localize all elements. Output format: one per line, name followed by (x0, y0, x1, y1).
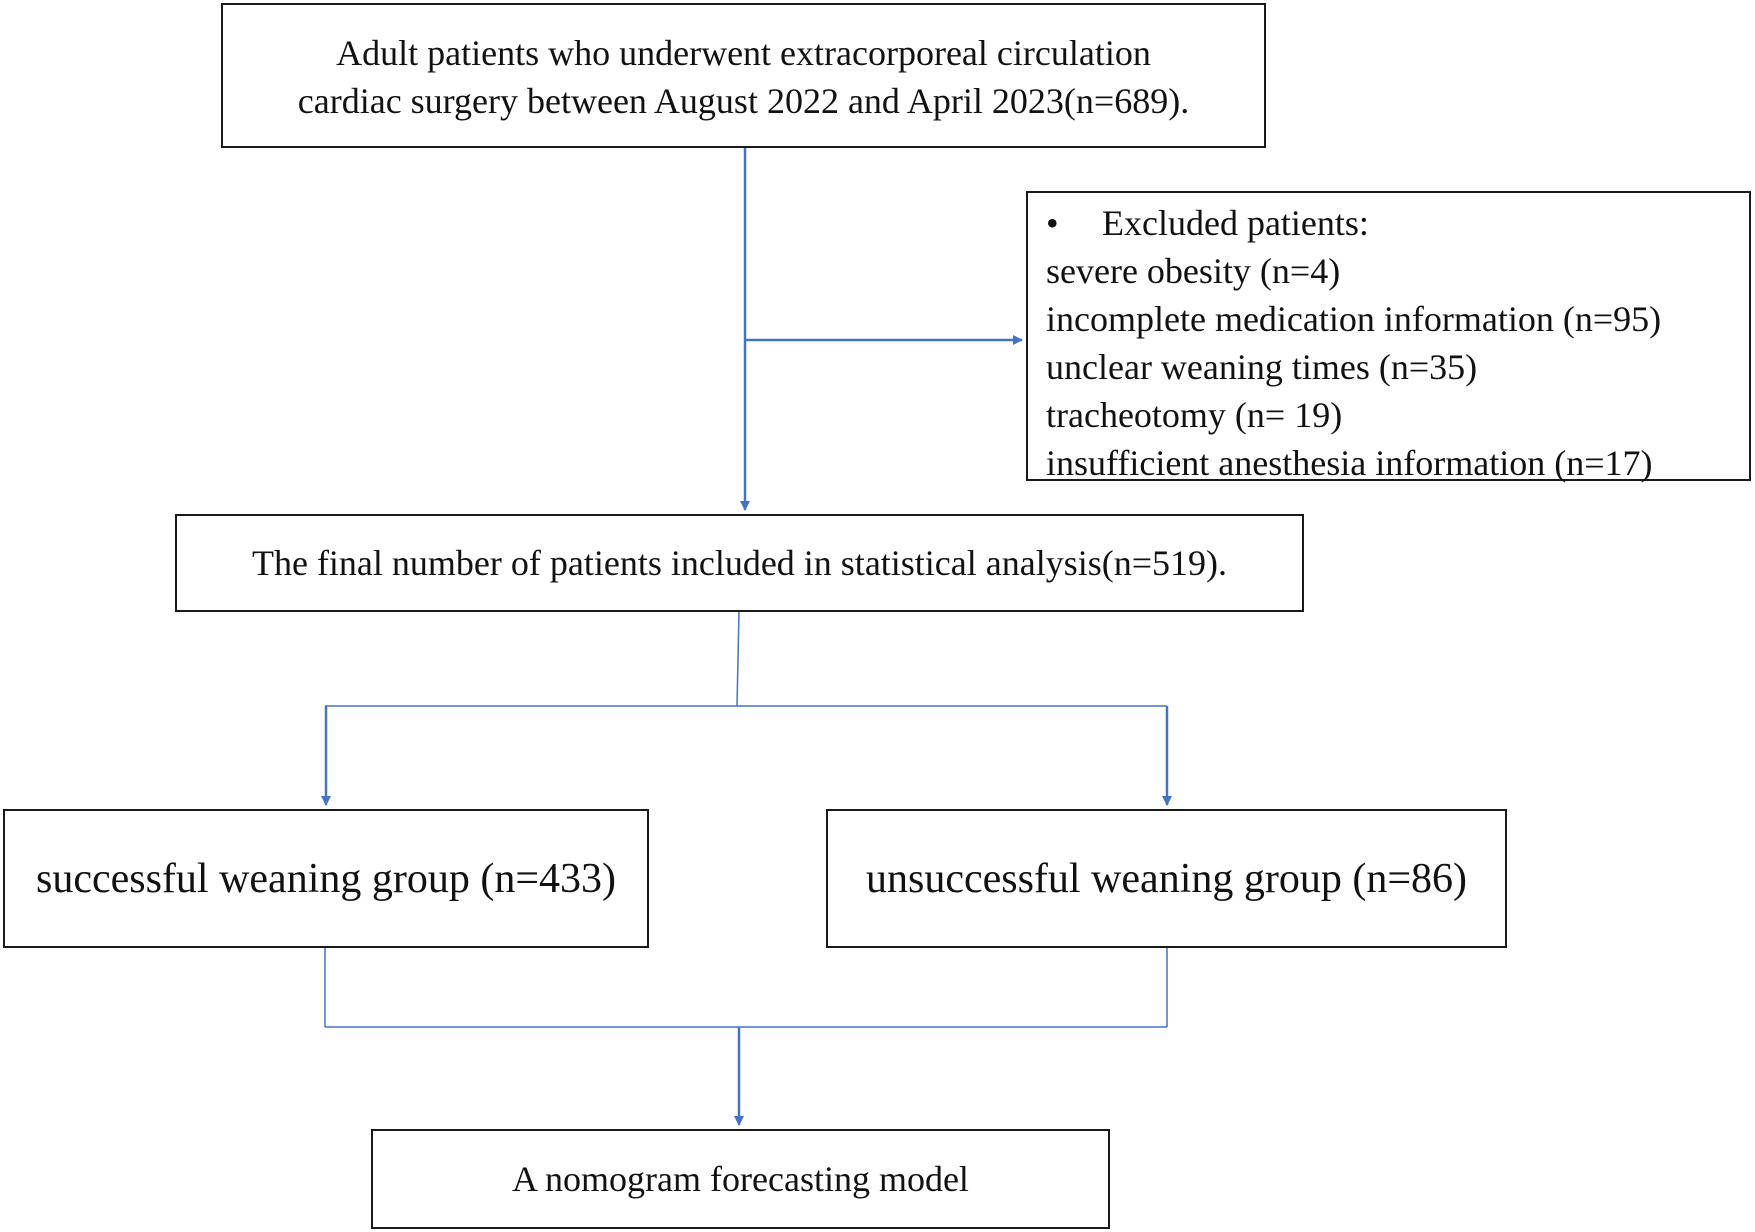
fail-group-box: unsuccessful weaning group (n=86) (826, 809, 1507, 948)
excluded-box: • Excluded patients: severe obesity (n=4)… (1026, 191, 1751, 483)
excluded-item: incomplete medication information (n=95) (1046, 299, 1662, 339)
success-group-label: successful weaning group (n=433) (35, 855, 617, 902)
excluded-heading-row: • Excluded patients: (1046, 199, 1749, 247)
excluded-item: tracheotomy (n= 19) (1046, 395, 1343, 435)
model-box: A nomogram forecasting model (371, 1129, 1110, 1229)
start-line-2: cardiac surgery between August 2022 and … (297, 80, 1190, 121)
excluded-heading: Excluded patients: (1102, 203, 1369, 243)
success-group-box: successful weaning group (n=433) (3, 809, 649, 948)
start-box: Adult patients who underwent extracorpor… (221, 3, 1266, 148)
fail-group-label: unsuccessful weaning group (n=86) (865, 855, 1468, 902)
bullet-marker: • (1046, 203, 1059, 243)
start-line-1: Adult patients who underwent extracorpor… (336, 32, 1151, 73)
final-analysis-label: The final number of patients included in… (251, 543, 1228, 583)
excluded-item: unclear weaning times (n=35) (1046, 347, 1478, 387)
excluded-item: insufficient anesthesia information (n=1… (1046, 443, 1653, 483)
excluded-item: severe obesity (n=4) (1046, 251, 1341, 291)
final-analysis-box: The final number of patients included in… (175, 514, 1304, 612)
model-label: A nomogram forecasting model (512, 1159, 969, 1199)
connector-final-split-stem (736, 611, 740, 707)
